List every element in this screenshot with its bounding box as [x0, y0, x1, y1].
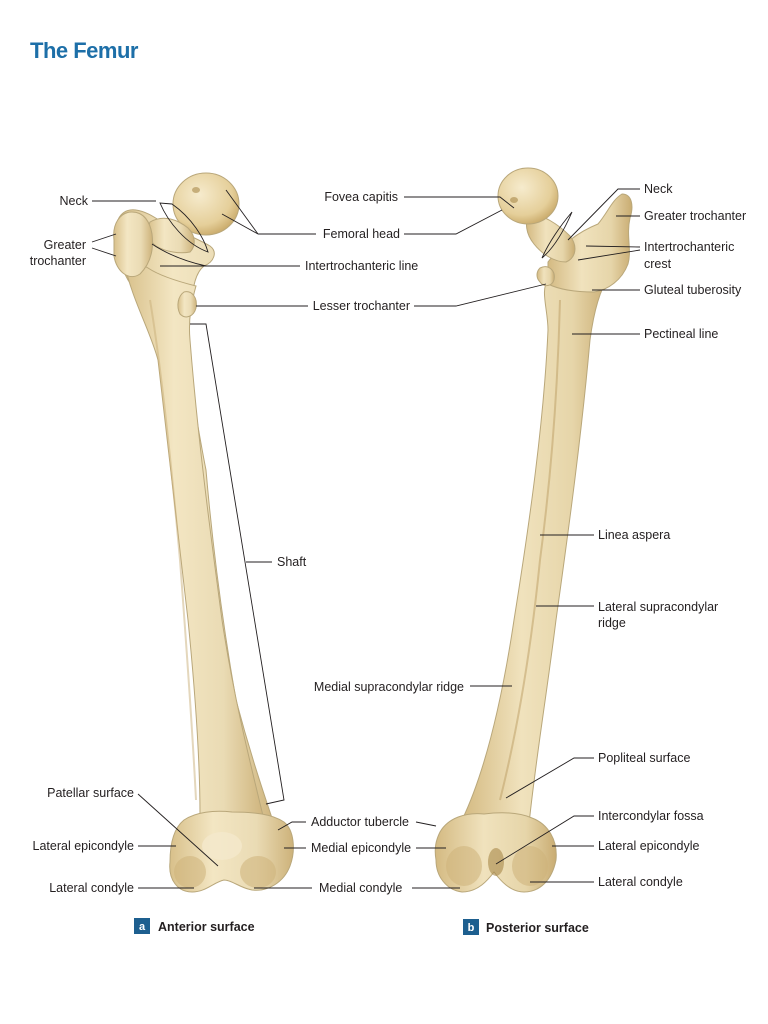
label-greater-trochanter-a-line1: Greater [44, 238, 86, 252]
label-greater-trochanter-b: Greater trochanter [644, 209, 746, 223]
caption-anterior-surface: Anterior surface [158, 920, 255, 934]
label-linea-aspera: Linea aspera [598, 528, 670, 542]
label-medial-supracondylar-ridge: Medial supracondylar ridge [314, 680, 464, 694]
label-fovea-capitis: Fovea capitis [324, 190, 398, 204]
badge-b-letter: b [468, 922, 475, 934]
caption-b: b Posterior surface [463, 919, 589, 935]
badge-a [134, 918, 150, 934]
label-lateral-condyle-b: Lateral condyle [598, 875, 683, 889]
label-lateral-supracondylar-ridge-line1: Lateral supracondylar [598, 600, 718, 614]
labels: Neck Greater trochanter Fovea capitis Fe… [30, 182, 746, 895]
page-title: The Femur [30, 38, 138, 63]
caption-posterior-surface: Posterior surface [486, 921, 589, 935]
label-pectineal-line: Pectineal line [644, 327, 718, 341]
label-intertrochanteric-line: Intertrochanteric line [305, 259, 418, 273]
badge-a-letter: a [139, 921, 146, 933]
badge-b [463, 919, 479, 935]
label-intercondylar-fossa: Intercondylar fossa [598, 809, 704, 823]
label-lesser-trochanter: Lesser trochanter [313, 299, 410, 313]
label-lateral-supracondylar-ridge-line2: ridge [598, 616, 626, 630]
label-femoral-head: Femoral head [323, 227, 400, 241]
label-lateral-condyle-a: Lateral condyle [49, 881, 134, 895]
label-adductor-tubercle: Adductor tubercle [311, 815, 409, 829]
label-greater-trochanter-a-line2: trochanter [30, 254, 86, 268]
label-medial-epicondyle: Medial epicondyle [311, 841, 411, 855]
leader-lines [91, 188, 641, 889]
anterior-femur-bone [113, 172, 294, 893]
label-neck-b: Neck [644, 182, 673, 196]
label-lateral-epicondyle-a: Lateral epicondyle [33, 839, 135, 853]
label-neck-a: Neck [60, 194, 89, 208]
label-gluteal-tuberosity: Gluteal tuberosity [644, 283, 742, 297]
label-patellar-surface: Patellar surface [47, 786, 134, 800]
label-intertrochanteric-crest-line2: crest [644, 257, 672, 271]
label-medial-condyle: Medial condyle [319, 881, 402, 895]
label-popliteal-surface: Popliteal surface [598, 751, 690, 765]
caption-a: a Anterior surface [134, 918, 255, 934]
label-intertrochanteric-crest-line1: Intertrochanteric [644, 240, 734, 254]
label-shaft: Shaft [277, 555, 307, 569]
label-lateral-epicondyle-b: Lateral epicondyle [598, 839, 700, 853]
posterior-femur-bone [434, 167, 633, 893]
